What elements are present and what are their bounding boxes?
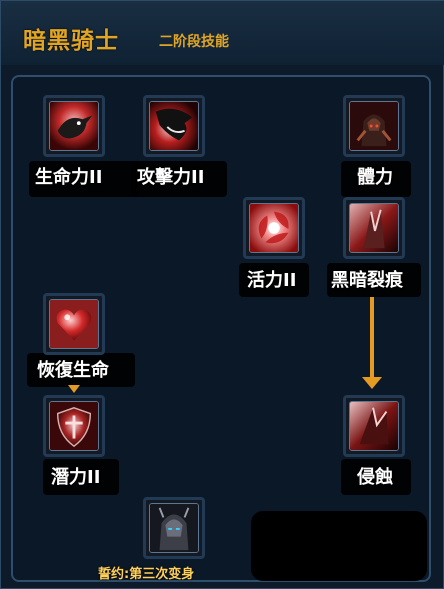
- skill-slot-stamina[interactable]: [343, 95, 405, 157]
- label-backdrop: [239, 263, 309, 297]
- dark-knight-portrait-icon: [150, 504, 198, 552]
- tier-subtitle: 二阶段技能: [159, 34, 229, 50]
- crow-red-icon: [50, 102, 98, 150]
- red-swirl-icon: [250, 204, 298, 252]
- skill-slot-restore-life[interactable]: [43, 293, 105, 355]
- window-header: 暗黑骑士 二阶段技能: [1, 1, 444, 65]
- crow-black-icon: [150, 102, 198, 150]
- skill-slot-attack-ii[interactable]: [143, 95, 205, 157]
- skill-label-attack-ii: 攻擊力II: [137, 167, 205, 188]
- class-title: 暗黑骑士: [23, 28, 119, 54]
- skill-label-restore-life: 恢復生命: [37, 360, 109, 381]
- label-backdrop: [341, 161, 411, 197]
- dark-rift-icon: [350, 204, 398, 252]
- prereq-arrow-small: [68, 385, 80, 393]
- skill-label-potential-ii: 潛力II: [51, 467, 101, 488]
- skill-label-erosion: 侵蝕: [357, 467, 393, 488]
- skill-slot-dark-rift[interactable]: [343, 197, 405, 259]
- redacted-area: [251, 511, 427, 581]
- armored-knight-icon: [350, 102, 398, 150]
- shield-emblem-icon: [50, 402, 98, 450]
- skill-label-stamina: 體力: [357, 167, 393, 188]
- oath-transformation-label: 誓约:第三次变身: [98, 567, 195, 582]
- skill-label-dark-rift: 黑暗裂痕: [331, 270, 403, 291]
- skill-slot-life-ii[interactable]: [43, 95, 105, 157]
- prereq-arrow-line: [370, 297, 374, 379]
- skill-slot-oath-transformation[interactable]: [143, 497, 205, 559]
- prereq-arrow-head: [362, 377, 382, 389]
- skill-slot-vitality-ii[interactable]: [243, 197, 305, 259]
- label-backdrop: [27, 353, 135, 387]
- skill-slot-erosion[interactable]: [343, 395, 405, 457]
- label-backdrop: [43, 459, 119, 495]
- label-backdrop: [29, 161, 139, 197]
- label-backdrop: [327, 263, 421, 297]
- skill-label-life-ii: 生命力II: [35, 167, 103, 188]
- skill-slot-potential-ii[interactable]: [43, 395, 105, 457]
- heart-icon: [50, 300, 98, 348]
- label-backdrop: [341, 459, 411, 495]
- erosion-icon: [350, 402, 398, 450]
- label-backdrop: [131, 161, 227, 197]
- skill-label-vitality-ii: 活力II: [247, 270, 297, 291]
